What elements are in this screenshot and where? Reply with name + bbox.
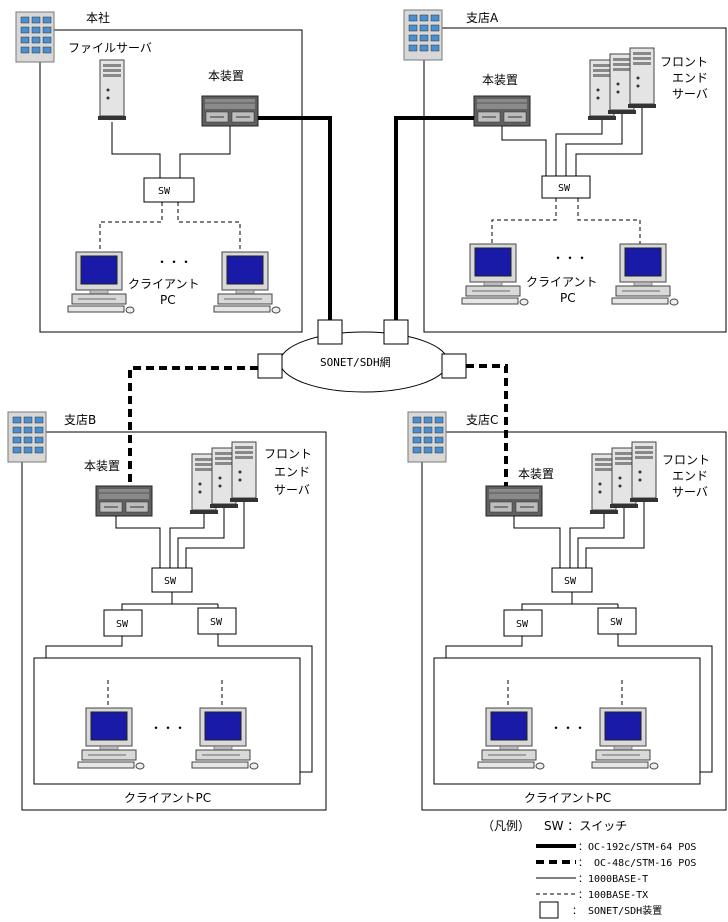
branch-a-device-label: 本装置 (482, 73, 518, 87)
oc48-link (466, 364, 508, 486)
branch-c-device-label: 本装置 (518, 467, 554, 481)
branch-a-title: 支店A (466, 11, 499, 25)
branch-a-fe-label-1: フロント (660, 55, 708, 69)
branch-b-switch-label: SW (164, 576, 177, 587)
oc48-link (128, 366, 258, 486)
branch-b-title: 支店B (64, 413, 96, 427)
branch-b-fe-label-2: エンド (274, 465, 310, 479)
branch-c-clients-label: クライアントPC (524, 791, 611, 805)
branch-b-switch-label: SW (116, 619, 129, 630)
branch-a-dots: ・・・ (552, 251, 588, 265)
branch-b-switch (197, 607, 237, 635)
legend-label: ：100BASE-TX (578, 890, 648, 901)
honsha-dots: ・・・ (156, 255, 192, 269)
sonet-sdh-device (257, 353, 283, 379)
cloud-label: SONET/SDH網 (320, 355, 391, 369)
honsha-title: 本社 (86, 10, 110, 25)
branch-c-switch-label: SW (564, 576, 577, 587)
legend-label: ： OC-48c/STM-16 POS (578, 858, 696, 869)
branch-c-dots: ・・・ (550, 721, 586, 735)
branch-c-switch (503, 609, 543, 637)
honsha-switch (143, 177, 195, 203)
legend: （凡例） SW ：スイッチ ：OC-192c/STM-64 POS ： OC-4… (482, 819, 696, 919)
honsha-client-label-2: PC (160, 293, 176, 307)
branch-c-device-icon (485, 485, 543, 517)
branch-b-device-icon (95, 485, 153, 517)
site-branch-a: 支店A 本装置 フロント エンド サーバ SW ・・・ クライアント PC (403, 9, 727, 333)
branch-a-client-label-1: クライアント (526, 275, 598, 289)
site-honsha: 本社 ファイルサーバ 本装置 SW ・・・ クライアント PC (15, 10, 303, 333)
legend-sw-def: SW ：スイッチ (544, 819, 627, 833)
building-icon (7, 411, 47, 463)
honsha-device-icon (201, 95, 259, 127)
branch-c-switch (597, 607, 637, 635)
branch-c-switch-label: SW (610, 617, 623, 628)
oc192-link (394, 116, 474, 320)
branch-a-client-label-2: PC (560, 291, 576, 305)
legend-label: ：OC-192c/STM-64 POS (578, 842, 696, 853)
branch-a-fe-label-2: エンド (672, 71, 708, 85)
sonet-sdh-device (441, 353, 467, 379)
sonet-sdh-device (383, 319, 409, 345)
frontend-server-icon (627, 47, 657, 109)
honsha-switch-label: SW (158, 186, 171, 197)
branch-c-fe-label-2: エンド (672, 469, 708, 483)
file-server-label: ファイルサーバ (68, 41, 152, 55)
branch-b-device-label: 本装置 (84, 459, 120, 473)
building-icon (407, 411, 447, 463)
branch-c-title: 支店C (466, 413, 498, 427)
branch-c-fe-label-3: サーバ (672, 485, 708, 499)
branch-c-switch (551, 567, 593, 593)
branch-b-clients-label: クライアントPC (124, 791, 211, 805)
frontend-server-icon (629, 441, 659, 503)
branch-b-fe-label-3: サーバ (274, 483, 310, 497)
legend-title: （凡例） (482, 819, 530, 833)
honsha-device-label: 本装置 (208, 69, 244, 83)
branch-b-dots: ・・・ (150, 721, 186, 735)
sonet-sdh-device (317, 319, 343, 345)
site-branch-b: 支店B 本装置 フロント エンド サーバ SW SW SW ・・・ ク (7, 411, 327, 811)
branch-a-device-icon (473, 95, 531, 127)
branch-b-fe-label-1: フロント (264, 447, 312, 461)
honsha-client-label-1: クライアント (128, 277, 200, 291)
branch-b-switch (103, 609, 143, 637)
frontend-server-icon (229, 441, 259, 503)
branch-c-switch-label: SW (516, 619, 529, 630)
branch-b-switch-label: SW (210, 617, 223, 628)
branch-a-switch (541, 175, 591, 199)
branch-c-fe-label-1: フロント (662, 453, 710, 467)
branch-a-fe-label-3: サーバ (672, 87, 708, 101)
file-server-icon (97, 59, 127, 121)
branch-a-switch-label: SW (558, 183, 571, 194)
site-branch-c: 支店C 本装置 フロント エンド サーバ SW SW SW ・・・ クライアント… (407, 411, 727, 811)
legend-label: ：1000BASE-T (578, 874, 648, 885)
oc192-link (258, 116, 332, 320)
legend-label: ： SONET/SDH装置 (572, 904, 662, 917)
legend-box (539, 901, 559, 919)
building-icon (15, 11, 55, 63)
building-icon (403, 9, 443, 61)
